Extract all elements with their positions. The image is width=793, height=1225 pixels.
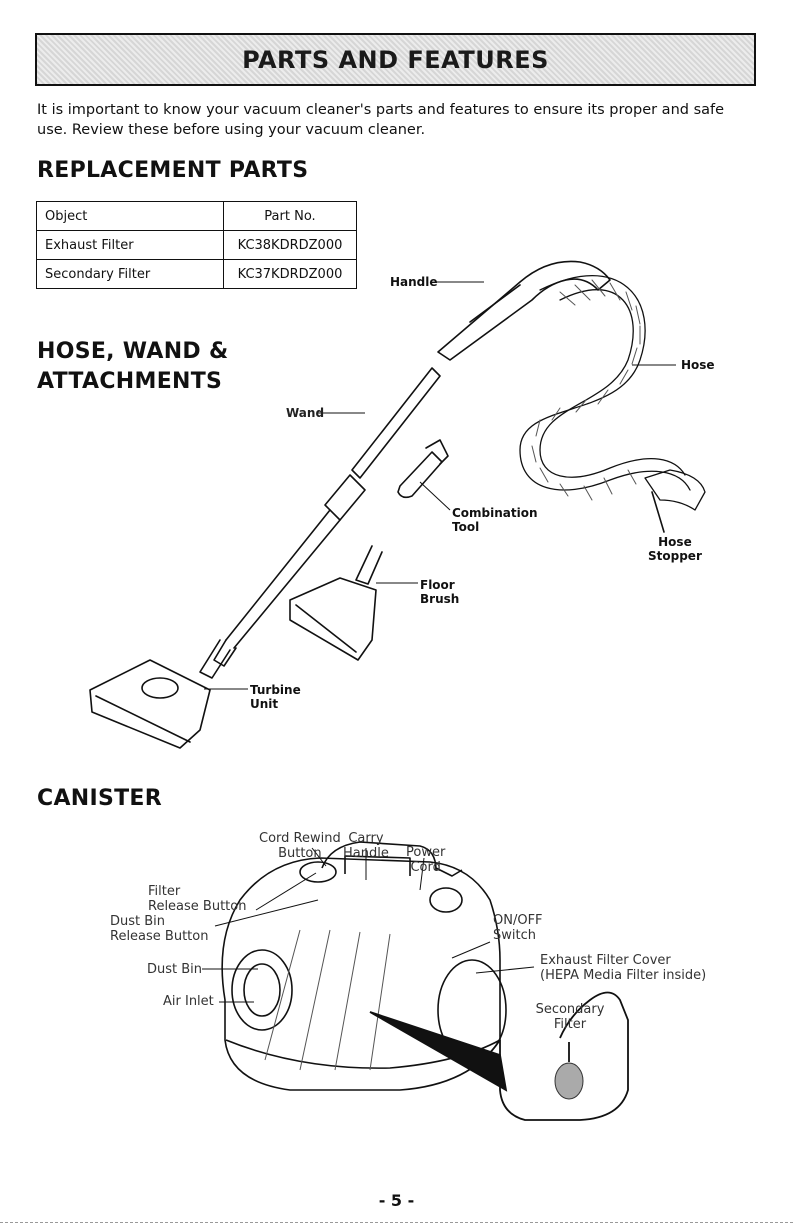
label-power-cord: Power Cord [406, 845, 445, 875]
label-line: Turbine [250, 683, 301, 697]
table-header-object: Object [36, 201, 224, 231]
secondary-filter-callout [369, 991, 629, 1121]
label-dust-bin: Dust Bin [147, 962, 203, 977]
table-cell-object: Secondary Filter [36, 259, 224, 289]
wand-illustration [213, 367, 441, 667]
label-line: Floor [420, 578, 455, 592]
label-line: Dust Bin [110, 914, 166, 929]
label-line: Carry [348, 831, 384, 846]
label-line: Combination [452, 506, 538, 520]
table-cell-part-no: KC37KDRDZ000 [223, 259, 357, 289]
label-dust-bin-release-button: Dust Bin Release Button [110, 914, 208, 944]
replacement-parts-heading: REPLACEMENT PARTS [37, 158, 309, 183]
label-line: Handle [343, 846, 389, 861]
label-line: Filter [148, 884, 181, 899]
label-line: (HEPA Media Filter inside) [540, 968, 707, 983]
label-cord-rewind-button: Cord Rewind Button [259, 831, 341, 861]
label-line: Exhaust Filter Cover [540, 953, 671, 968]
handle-illustration [437, 260, 611, 361]
label-hose: Hose [681, 358, 715, 372]
label-line: Release Button [110, 929, 209, 944]
heading-line: ATTACHMENTS [37, 369, 223, 394]
intro-paragraph: It is important to know your vacuum clea… [37, 102, 725, 138]
label-line: Tool [452, 520, 480, 534]
table-row: Exhaust Filter KC38KDRDZ000 [36, 230, 357, 260]
label-filter-release-button: Filter Release Button [148, 884, 246, 914]
banner-title: PARTS AND FEATURES [242, 45, 549, 74]
hose-wand-attachments-heading: HOSE, WAND & ATTACHMENTS [37, 337, 228, 397]
bottom-rule [0, 1222, 793, 1223]
label-air-inlet: Air Inlet [163, 994, 214, 1009]
table-header-row: Object Part No. [36, 201, 357, 231]
label-line: Unit [250, 697, 279, 711]
turbine-unit-illustration [89, 639, 231, 749]
label-line: Cord [410, 860, 441, 875]
hose-illustration [519, 275, 706, 511]
label-line: Brush [420, 592, 460, 606]
label-handle: Handle [390, 275, 438, 289]
label-wand: Wand [286, 406, 325, 420]
label-hose-stopper: Hose Stopper [648, 535, 702, 563]
label-exhaust-filter-cover: Exhaust Filter Cover (HEPA Media Filter … [540, 953, 706, 983]
label-line: Power [406, 845, 446, 860]
label-combination-tool: Combination Tool [452, 506, 538, 534]
label-line: Button [278, 846, 322, 861]
heading-line: HOSE, WAND & [37, 339, 229, 364]
label-line: Hose [658, 535, 692, 549]
label-floor-brush: Floor Brush [420, 578, 459, 606]
label-line: Release Button [148, 899, 247, 914]
table-row: Secondary Filter KC37KDRDZ000 [36, 259, 357, 289]
label-turbine-unit: Turbine Unit [250, 683, 301, 711]
parts-table: Object Part No. Exhaust Filter KC38KDRDZ… [36, 201, 357, 289]
label-line: Filter [553, 1017, 587, 1032]
combination-tool-illustration [397, 439, 449, 499]
label-line: Switch [493, 928, 536, 943]
label-line: ON/OFF [493, 913, 543, 928]
page-number: - 5 - [378, 1191, 415, 1210]
canister-heading: CANISTER [37, 786, 162, 811]
label-line: Cord Rewind [259, 831, 341, 846]
floor-brush-illustration [289, 545, 383, 661]
label-line: Secondary [535, 1002, 605, 1017]
label-secondary-filter: Secondary Filter [530, 1002, 610, 1032]
page-banner: PARTS AND FEATURES [35, 33, 756, 86]
label-carry-handle: Carry Handle [343, 831, 389, 861]
label-line: Stopper [648, 549, 702, 563]
label-on-off-switch: ON/OFF Switch [493, 913, 543, 943]
table-header-part-no: Part No. [223, 201, 357, 231]
